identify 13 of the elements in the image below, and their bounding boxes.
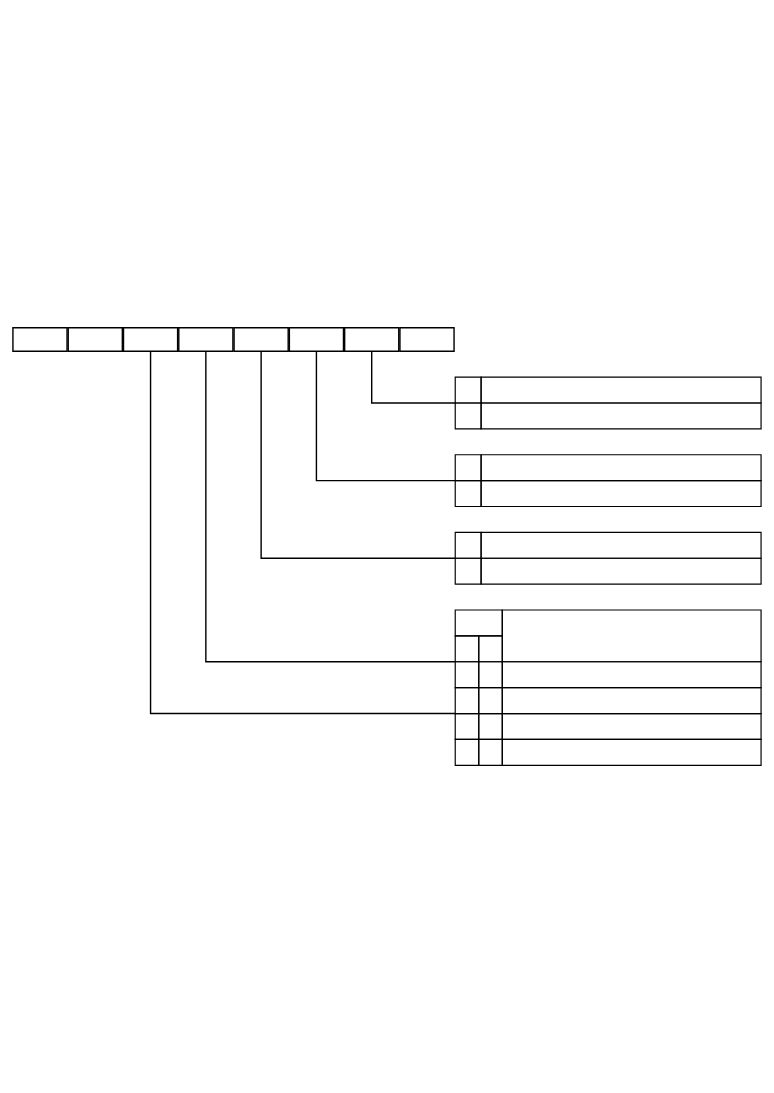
node-box — [233, 327, 289, 352]
node-box — [178, 327, 234, 352]
connector — [371, 351, 456, 404]
node-box — [343, 327, 400, 352]
node-box — [288, 327, 345, 352]
connector — [260, 350, 456, 559]
node-box — [67, 327, 124, 352]
node-box — [399, 327, 455, 352]
connector — [205, 350, 456, 663]
connector — [315, 350, 456, 482]
connector — [149, 350, 456, 715]
node-box — [122, 327, 179, 352]
node-box — [12, 327, 68, 352]
